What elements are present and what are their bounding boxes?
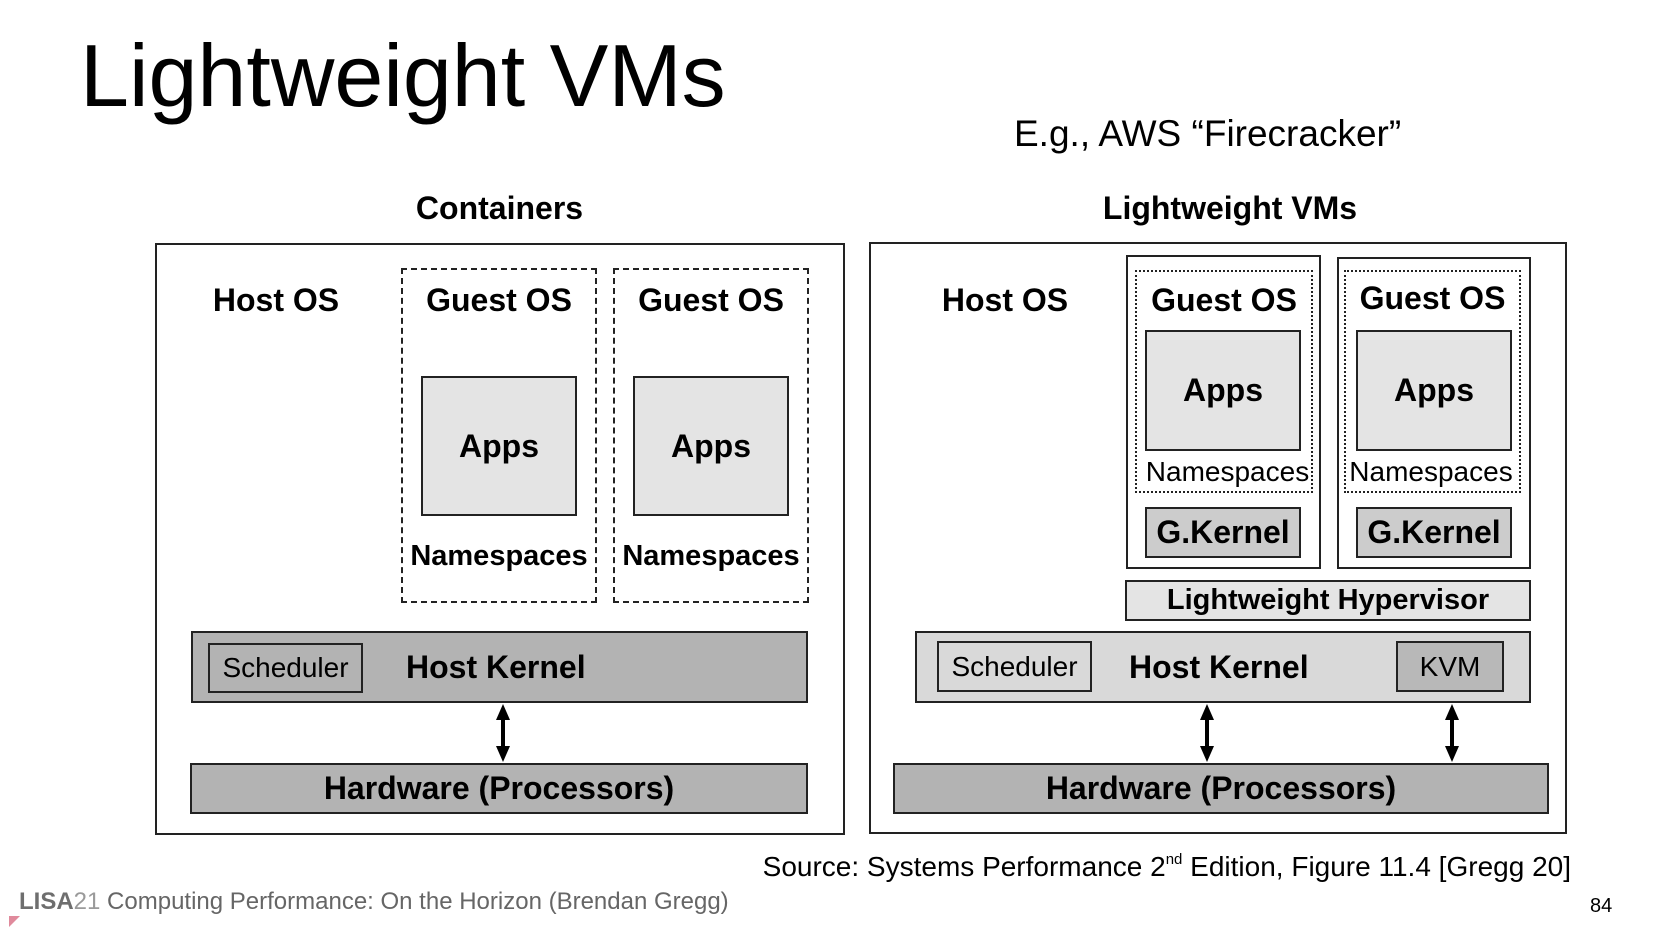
hypervisor-label: Lightweight Hypervisor <box>1166 584 1490 616</box>
apps-box: Apps <box>421 376 577 516</box>
lisa-logo-mark-icon <box>9 916 20 927</box>
page-number: 84 <box>1590 895 1613 917</box>
vm-box <box>1337 257 1531 569</box>
host-kernel-label: Host Kernel <box>1129 649 1309 685</box>
guest-kernel-box: G.Kernel <box>1145 507 1301 558</box>
guest-kernel-label: G.Kernel <box>1156 514 1290 550</box>
bidirectional-arrow-icon <box>1200 704 1214 762</box>
guest-os-container <box>401 268 597 603</box>
guest-os-label: Guest OS <box>1359 280 1506 316</box>
guest-os-label: Guest OS <box>1151 282 1297 318</box>
footer-talk-title: Computing Performance: On the Horizon (B… <box>100 888 729 915</box>
apps-box: Apps <box>633 376 789 516</box>
guest-os-label: Guest OS <box>426 282 572 318</box>
namespaces-label: Namespaces <box>1349 456 1513 487</box>
footer-year: 21 <box>73 888 101 915</box>
footer-brand: LISA <box>19 888 74 915</box>
guest-os-container <box>1344 270 1521 493</box>
kvm-label: KVM <box>1419 650 1481 682</box>
host-kernel-label: Host Kernel <box>406 649 586 685</box>
guest-kernel-box: G.Kernel <box>1356 507 1512 558</box>
apps-label: Apps <box>459 427 539 464</box>
source-prefix: Source: Systems Performance 2 <box>762 851 1166 882</box>
lightweight-vms-heading: Lightweight VMs <box>1102 190 1358 226</box>
vm-box <box>1126 255 1321 569</box>
source-superscript: nd <box>1165 851 1183 868</box>
host-os-label: Host OS <box>941 282 1069 318</box>
guest-kernel-label: G.Kernel <box>1367 514 1501 550</box>
apps-label: Apps <box>1394 372 1474 408</box>
scheduler-box: Scheduler <box>208 643 363 693</box>
bidirectional-arrow-icon <box>496 704 510 762</box>
guest-os-label: Guest OS <box>638 282 784 318</box>
host-os-label: Host OS <box>212 282 340 318</box>
scheduler-label: Scheduler <box>951 650 1078 682</box>
apps-box: Apps <box>1356 330 1512 451</box>
namespaces-label: Namespaces <box>1145 456 1310 487</box>
containers-diagram <box>155 243 845 835</box>
source-suffix: Edition, Figure 11.4 [Gregg 20] <box>1182 851 1571 882</box>
guest-os-container <box>1135 270 1313 493</box>
hardware-label: Hardware (Processors) <box>323 770 675 806</box>
apps-box: Apps <box>1145 330 1301 451</box>
namespaces-label: Namespaces <box>410 540 588 572</box>
scheduler-label: Scheduler <box>222 652 349 683</box>
scheduler-box: Scheduler <box>937 641 1092 692</box>
slide-title: Lightweight VMs <box>80 26 726 125</box>
footer: LISA21 Computing Performance: On the Hor… <box>19 887 729 917</box>
hardware-box: Hardware (Processors) <box>190 763 808 814</box>
kvm-box: KVM <box>1396 641 1504 692</box>
guest-os-container <box>613 268 809 603</box>
apps-label: Apps <box>1183 372 1263 408</box>
source-citation: Source: Systems Performance 2nd Edition,… <box>763 850 1571 884</box>
containers-heading: Containers <box>415 190 584 226</box>
namespaces-label: Namespaces <box>622 540 800 572</box>
example-note: E.g., AWS “Firecracker” <box>1014 113 1402 154</box>
hardware-box: Hardware (Processors) <box>893 763 1549 814</box>
lightweight-hypervisor-box: Lightweight Hypervisor <box>1125 580 1531 621</box>
apps-label: Apps <box>671 427 751 464</box>
hardware-label: Hardware (Processors) <box>1045 770 1397 806</box>
bidirectional-arrow-icon <box>1445 704 1459 762</box>
